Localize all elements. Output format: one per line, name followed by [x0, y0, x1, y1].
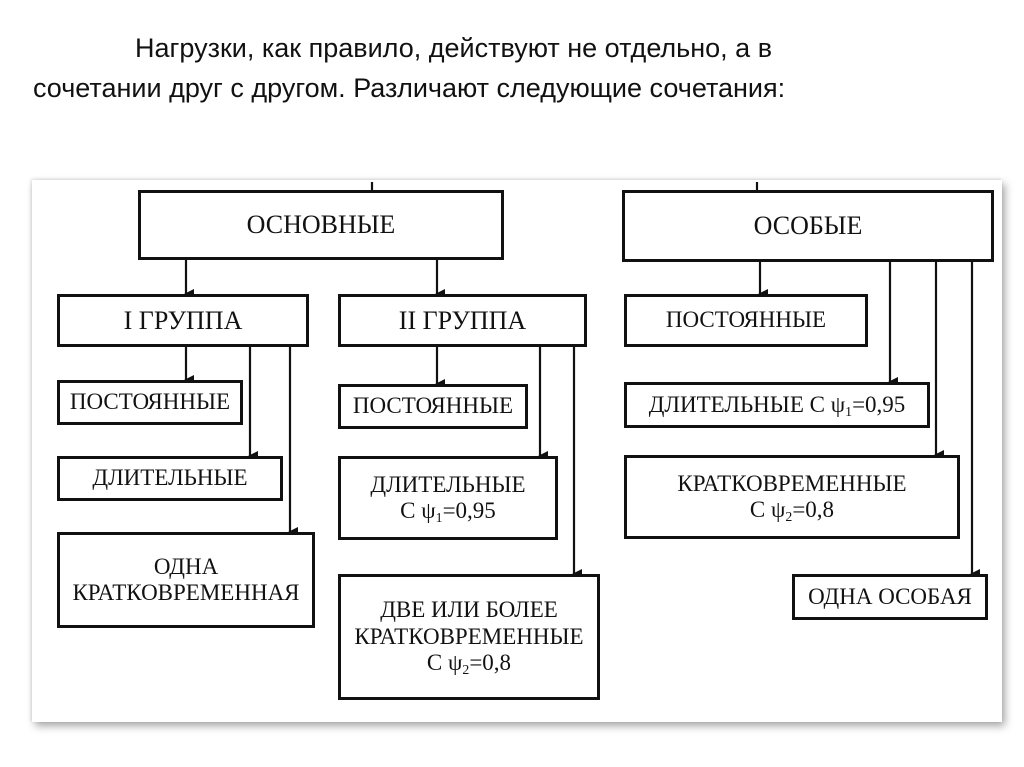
- special-long-value: =0,95: [852, 391, 906, 417]
- group2-short-coef: С ψ2=0,8: [426, 650, 512, 678]
- special-long-sub: 1: [845, 403, 853, 419]
- group2-label: II ГРУППА: [398, 305, 527, 335]
- group1-long-box: ДЛИТЕЛЬНЫЕ: [57, 456, 283, 501]
- group2-short-coef-sub: 2: [462, 662, 470, 678]
- group1-permanent-label: ПОСТОЯННЫЕ: [69, 389, 231, 415]
- special-short-label: КРАТКОВРЕМЕННЫЕ: [677, 470, 907, 496]
- group2-long-coef-value: =0,95: [442, 498, 496, 523]
- special-long-box: ДЛИТЕЛЬНЫЕ С ψ1=0,95: [624, 382, 930, 428]
- group1-short-box: ОДНА КРАТКОВРЕМЕННАЯ: [57, 532, 315, 628]
- group1-long-label: ДЛИТЕЛЬНЫЕ: [92, 465, 248, 491]
- intro-line-1: Нагрузки, как правило, действуют не отде…: [135, 33, 773, 63]
- group1-label: I ГРУППА: [123, 305, 243, 335]
- special-short-coef: С ψ2=0,8: [749, 497, 835, 525]
- group2-long-label: ДЛИТЕЛЬНЫЕ: [370, 471, 526, 497]
- special-permanent-label: ПОСТОЯННЫЕ: [665, 307, 827, 333]
- special-combinations-box: ОСОБЫЕ: [622, 190, 994, 262]
- group2-short-coef-value: =0,8: [469, 650, 512, 676]
- intro-line-2: сочетании друг с другом. Различают следу…: [33, 73, 786, 103]
- intro-text: Нагрузки, как правило, действуют не отде…: [30, 28, 990, 108]
- group1-short-line1: ОДНА: [153, 553, 219, 579]
- special-short-coef-prefix: С ψ: [749, 497, 786, 522]
- group2-box: II ГРУППА: [338, 294, 587, 347]
- one-special-label: ОДНА ОСОБАЯ: [808, 583, 972, 609]
- group2-short-line1: ДВЕ ИЛИ БОЛЕЕ: [380, 597, 558, 623]
- special-permanent-box: ПОСТОЯННЫЕ: [624, 294, 868, 347]
- group2-short-coef-prefix: С ψ: [426, 650, 463, 676]
- special-long-label: ДЛИТЕЛЬНЫЕ С ψ1=0,95: [648, 391, 906, 419]
- group2-permanent-box: ПОСТОЯННЫЕ: [338, 384, 528, 429]
- group2-long-coef-sub: 1: [435, 510, 443, 526]
- special-short-box: КРАТКОВРЕМЕННЫЕ С ψ2=0,8: [624, 455, 960, 539]
- special-combinations-label: ОСОБЫЕ: [753, 211, 863, 241]
- group2-long-box: ДЛИТЕЛЬНЫЕ С ψ1=0,95: [338, 456, 558, 540]
- special-long-prefix: ДЛИТЕЛЬНЫЕ С ψ: [648, 391, 846, 417]
- main-combinations-box: ОСНОВНЫЕ: [138, 190, 504, 260]
- special-short-coef-value: =0,8: [792, 497, 835, 522]
- main-combinations-label: ОСНОВНЫЕ: [246, 210, 396, 240]
- group1-permanent-box: ПОСТОЯННЫЕ: [57, 380, 243, 425]
- special-short-coef-sub: 2: [785, 509, 793, 525]
- group2-permanent-label: ПОСТОЯННЫЕ: [352, 393, 514, 419]
- group2-long-coef: С ψ1=0,95: [400, 498, 496, 526]
- group1-box: I ГРУППА: [57, 294, 309, 347]
- group2-short-line2: КРАТКОВРЕМЕННЫЕ: [354, 623, 584, 649]
- group1-short-line2: КРАТКОВРЕМЕННАЯ: [72, 580, 300, 605]
- group2-long-coef-prefix: С ψ: [400, 498, 436, 523]
- group2-short-box: ДВЕ ИЛИ БОЛЕЕ КРАТКОВРЕМЕННЫЕ С ψ2=0,8: [338, 574, 600, 700]
- one-special-box: ОДНА ОСОБАЯ: [792, 574, 988, 620]
